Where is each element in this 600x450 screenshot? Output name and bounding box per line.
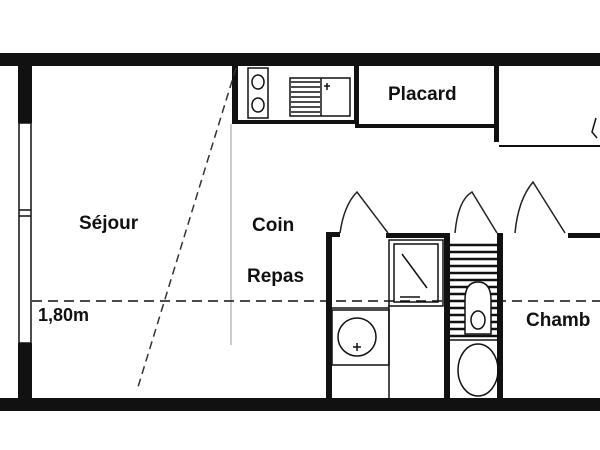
cooktop-icon (247, 67, 269, 119)
bedroom-wall-hatch (499, 239, 503, 261)
room-label-chambre: Chamb (526, 310, 591, 331)
washbasin-icon (457, 343, 499, 397)
toilet-icon (464, 281, 492, 335)
door-swing-top-right (591, 117, 598, 139)
room-label-placard: Placard (388, 84, 457, 105)
bathroom-walls (326, 232, 600, 403)
sink-icon (289, 77, 351, 117)
height-dimension-label: 1,80m (38, 305, 90, 325)
room-label-coin: Coin (252, 215, 295, 236)
placard-closet (355, 62, 600, 147)
washing-machine-icon (331, 305, 390, 398)
kitchen-counter (232, 64, 359, 124)
room-label-sejour: Séjour (79, 213, 139, 234)
shower-icon (388, 239, 444, 307)
room-label-repas: Repas (247, 266, 305, 287)
door-swings (339, 180, 566, 234)
diagonal-dashed-line (137, 67, 237, 388)
window-left (18, 122, 32, 344)
